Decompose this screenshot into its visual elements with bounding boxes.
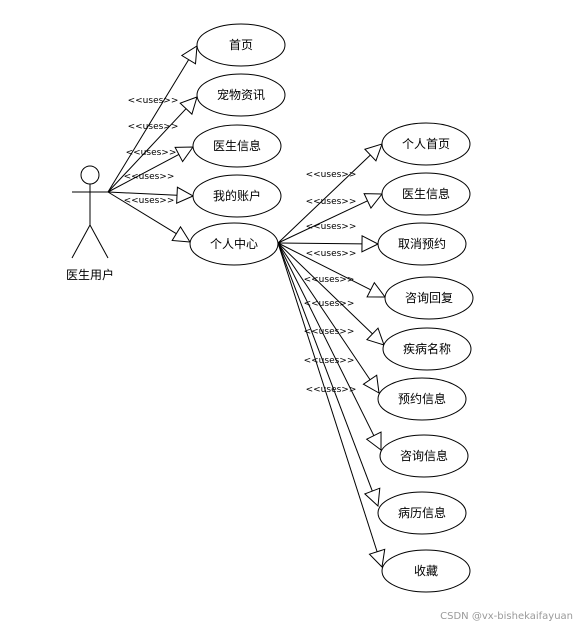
usecase-personal-home-label: 个人首页 (402, 137, 450, 151)
uses-stereotype-label: <<uses>> (306, 197, 357, 207)
uses-stereotype-label: <<uses>> (126, 148, 177, 158)
usecase-consult-info-label: 咨询信息 (400, 448, 448, 463)
usecase-home-label: 首页 (229, 38, 253, 52)
usecase-disease-name[interactable]: 疾病名称 (382, 327, 472, 371)
usecase-medical-record-label: 病历信息 (398, 505, 446, 520)
relation-line (277, 242, 375, 436)
uses-stereotype-label: <<uses>> (306, 222, 357, 232)
open-arrowhead (363, 487, 381, 508)
uses-stereotype-label: <<uses>> (128, 96, 179, 106)
usecase-personal-home[interactable]: 个人首页 (381, 122, 471, 166)
relation-line (277, 242, 373, 335)
relation-line (277, 242, 378, 552)
open-arrowhead (171, 225, 191, 243)
relation-line (107, 59, 190, 193)
actor-head (80, 165, 100, 185)
usecase-my-account[interactable]: 我的账户 (192, 174, 282, 218)
open-arrowhead (174, 146, 194, 163)
relation-line (277, 200, 368, 244)
usecase-pet-news[interactable]: 宠物资讯 (196, 73, 286, 117)
usecase-home[interactable]: 首页 (196, 23, 286, 67)
relation-line (107, 154, 180, 193)
actor-stick-figure (71, 165, 109, 259)
uses-stereotype-label: <<uses>> (304, 299, 355, 309)
relation-line (107, 191, 178, 196)
open-arrowhead (361, 235, 380, 253)
usecase-pet-news-label: 宠物资讯 (217, 87, 265, 102)
uses-stereotype-label: <<uses>> (304, 275, 355, 285)
uses-stereotype-label: <<uses>> (304, 327, 355, 337)
usecase-my-account-label: 我的账户 (213, 188, 261, 203)
open-arrowhead (363, 193, 384, 210)
open-arrowhead (366, 327, 385, 346)
actor-right-leg (89, 224, 109, 259)
usecase-personal-center[interactable]: 个人中心 (189, 222, 279, 266)
uses-stereotype-label: <<uses>> (124, 196, 175, 206)
usecase-favorites[interactable]: 收藏 (381, 549, 471, 593)
usecase-doctor-info[interactable]: 医生信息 (192, 124, 282, 168)
relation-line (277, 154, 371, 244)
relations-layer (107, 45, 386, 569)
open-arrowhead (180, 45, 198, 65)
relation-line (277, 242, 363, 245)
uses-stereotype-label: <<uses>> (306, 249, 357, 259)
usecase-cancel-appointment-label: 取消预约 (398, 236, 446, 251)
usecase-doctor-info-label: 医生信息 (213, 138, 261, 153)
open-arrowhead (368, 548, 386, 569)
uses-stereotype-label: <<uses>> (124, 172, 175, 182)
relation-line (277, 242, 371, 291)
usecase-doctor-info-2[interactable]: 医生信息 (381, 172, 471, 216)
usecase-favorites-label: 收藏 (414, 564, 438, 578)
uses-stereotype-label: <<uses>> (304, 356, 355, 366)
usecase-appointment-info-label: 预约信息 (398, 391, 446, 406)
actor-label: 医生用户 (66, 267, 114, 282)
stereotype-labels-layer: <<uses>> <<uses>> <<uses>> <<uses>> <<uses>>… (124, 96, 357, 395)
usecase-consult-info[interactable]: 咨询信息 (379, 434, 469, 478)
relation-line (107, 191, 177, 235)
actor-left-leg (71, 224, 91, 259)
watermark: CSDN @vx-bishekaifayuan (440, 611, 573, 622)
uses-stereotype-label: <<uses>> (306, 385, 357, 395)
usecase-cancel-appointment[interactable]: 取消预约 (377, 222, 467, 266)
usecase-doctor-info-2-label: 医生信息 (402, 186, 450, 201)
usecase-disease-name-label: 疾病名称 (403, 341, 451, 356)
relation-line (277, 242, 371, 381)
uses-stereotype-label: <<uses>> (128, 122, 179, 132)
open-arrowhead (362, 374, 380, 394)
usecase-appointment-info[interactable]: 预约信息 (377, 377, 467, 421)
relation-line (107, 108, 187, 193)
usecase-medical-record[interactable]: 病历信息 (377, 491, 467, 535)
usecase-personal-center-label: 个人中心 (210, 236, 258, 251)
usecase-consult-reply-label: 咨询回复 (405, 290, 453, 305)
open-arrowhead (366, 281, 386, 298)
relation-line (277, 242, 373, 492)
open-arrowhead (179, 96, 198, 116)
open-arrowhead (176, 186, 195, 205)
open-arrowhead (365, 431, 382, 452)
usecase-consult-reply[interactable]: 咨询回复 (384, 276, 474, 320)
uses-stereotype-label: <<uses>> (306, 170, 357, 180)
open-arrowhead (363, 143, 383, 162)
